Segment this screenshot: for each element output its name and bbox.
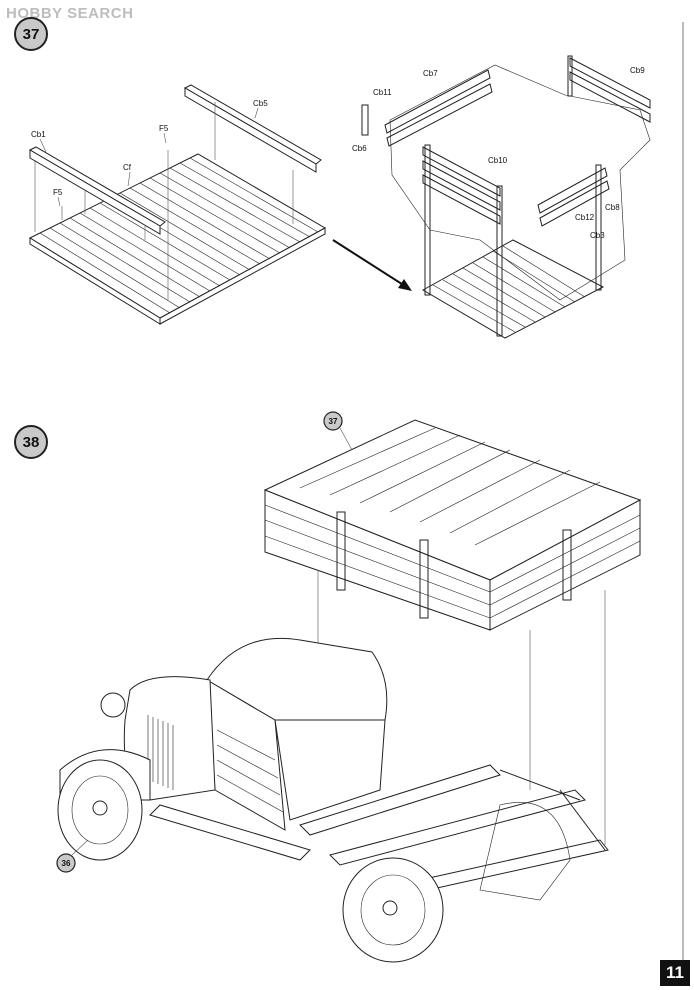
label-cb7: Cb7 — [423, 69, 438, 78]
label-cb6: Cb6 — [352, 144, 367, 153]
label-cb8: Cb8 — [605, 203, 620, 212]
step-37-badge: 37 — [14, 17, 48, 51]
label-cb5: Cb5 — [253, 99, 268, 108]
label-cb11: Cb11 — [373, 88, 392, 97]
label-cb1: Cb1 — [31, 130, 46, 139]
ref-bubble-37: 37 — [323, 411, 353, 451]
svg-text:36: 36 — [62, 859, 71, 868]
ref-bubble-36: 36 — [56, 839, 89, 873]
label-cf: Cf — [123, 163, 132, 172]
cargo-body — [263, 419, 642, 845]
label-f5-top: F5 — [159, 124, 169, 133]
page-number: 11 — [660, 960, 690, 986]
label-cb12: Cb12 — [575, 213, 595, 222]
label-cb3: Cb3 — [590, 231, 605, 240]
svg-text:37: 37 — [329, 417, 338, 426]
step-38-badge: 38 — [14, 425, 48, 459]
truck-chassis — [57, 637, 609, 963]
label-cb9: Cb9 — [630, 66, 645, 75]
assembly-arrow — [332, 239, 412, 291]
cargo-box-exploded: Cb11 Cb7 Cb9 Cb6 Cb10 Cb8 Cb12 Cb3 — [352, 55, 651, 339]
floor-assembly: Cb1 Cf F5 F5 Cb5 — [28, 84, 327, 325]
label-f5-left: F5 — [53, 188, 63, 197]
label-cb10: Cb10 — [488, 156, 508, 165]
